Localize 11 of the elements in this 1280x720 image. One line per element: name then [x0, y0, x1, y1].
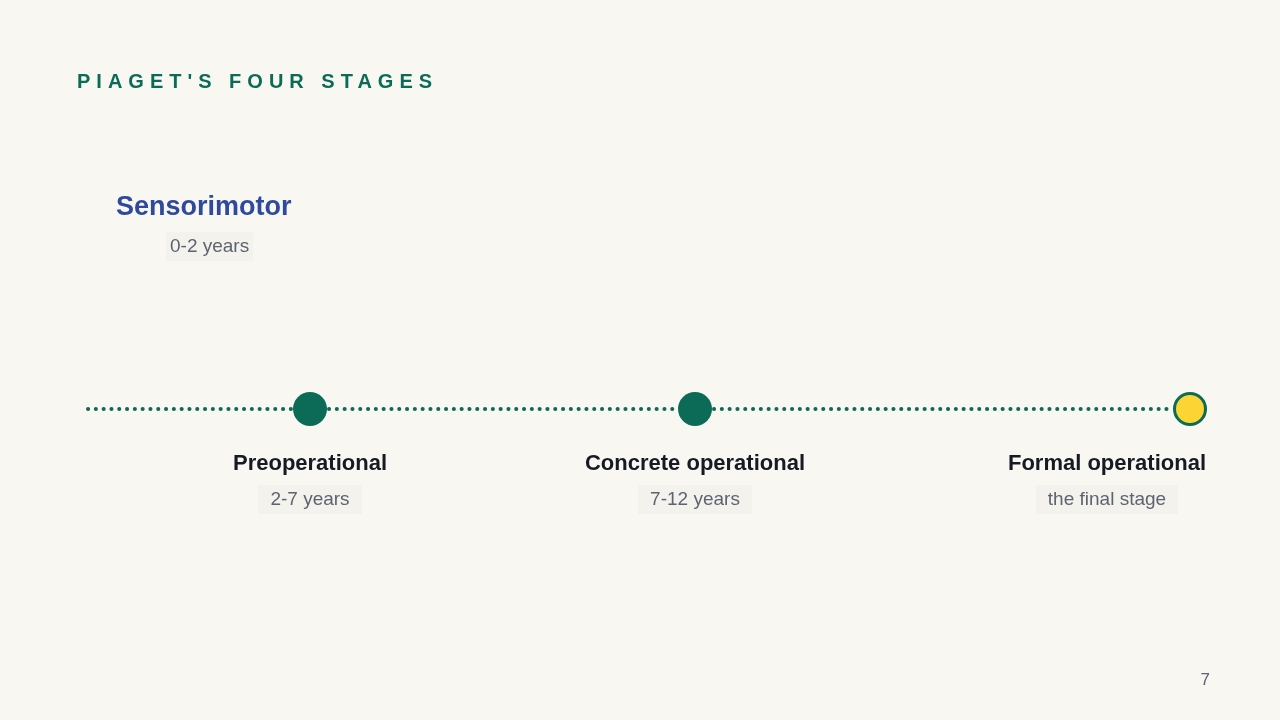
stage-age: 0-2 years [166, 232, 254, 261]
stage-heading: Preoperational [232, 449, 387, 477]
stage-heading: Concrete operational [584, 449, 805, 477]
stage-heading: Sensorimotor [116, 190, 292, 223]
stage-age: 7-12 years [638, 485, 752, 514]
slide-title: PIAGET'S FOUR STAGES [77, 69, 439, 94]
dotted-timeline-line [86, 407, 293, 411]
stage-age: the final stage [1035, 485, 1179, 514]
stage-heading: Formal operational [1007, 449, 1206, 477]
stage-age: 2-7 years [258, 485, 362, 514]
page-number: 7 [1200, 669, 1210, 691]
